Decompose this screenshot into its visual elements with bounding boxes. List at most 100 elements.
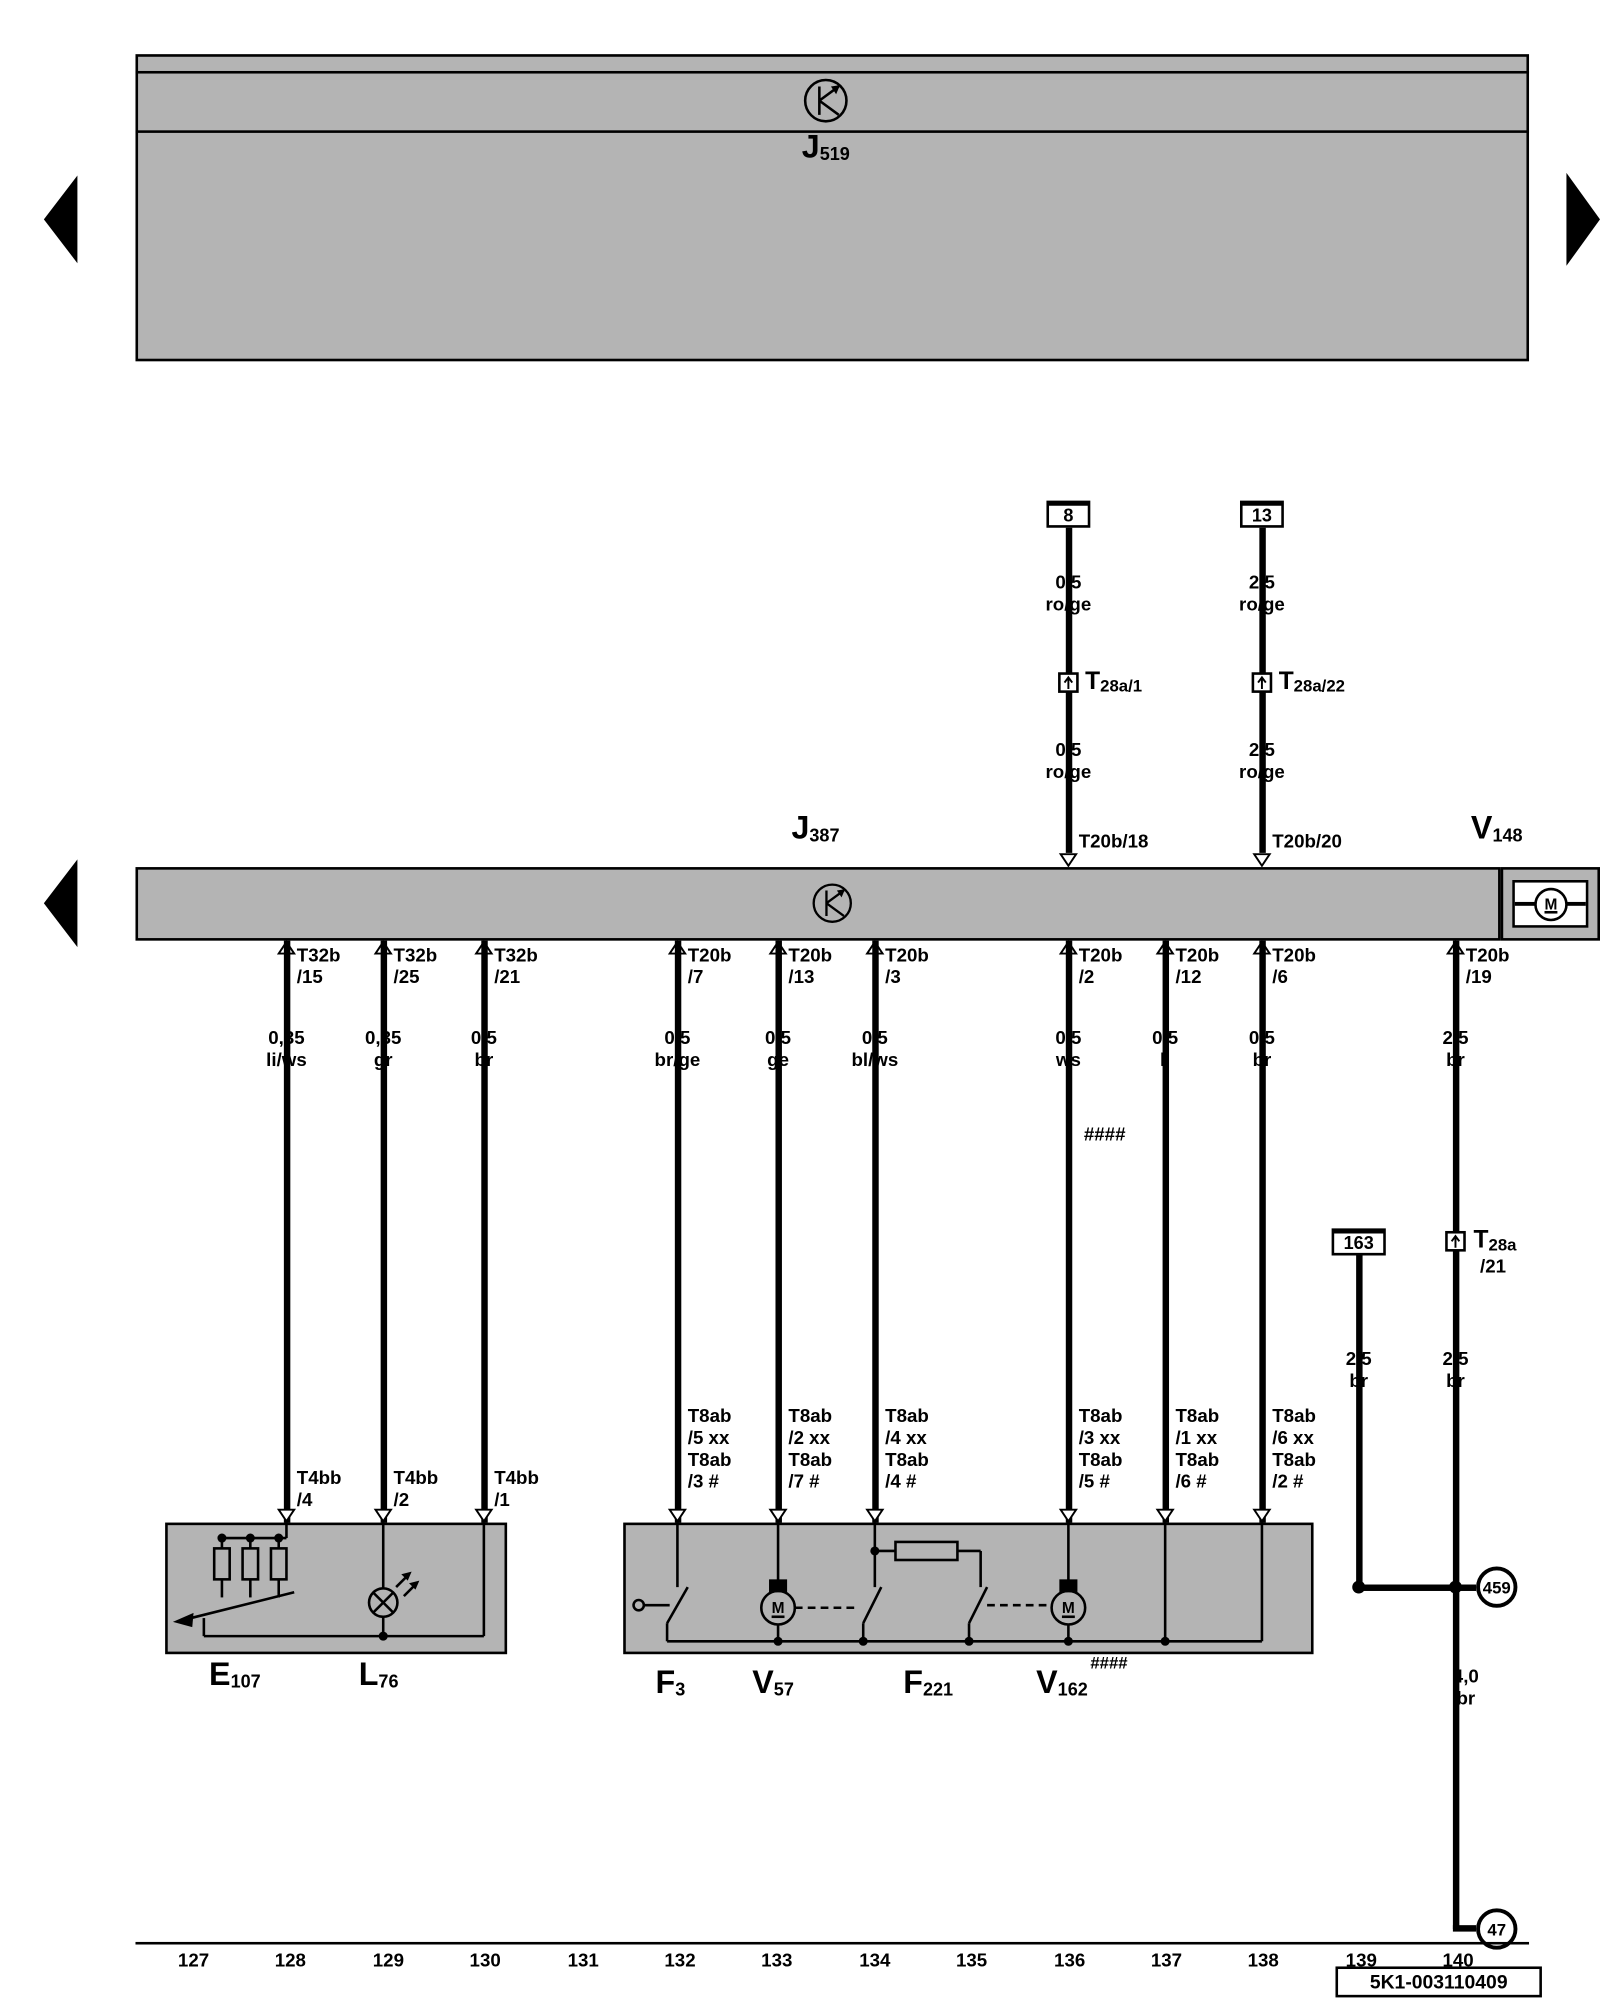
j519-divider-rule — [135, 130, 1530, 133]
bus-pin-label: T20b — [1272, 945, 1316, 967]
wire-segment — [775, 940, 782, 1523]
wire-color-label: gr — [373, 1050, 393, 1071]
ruler-number: 128 — [274, 1950, 306, 1972]
v148-label: V148 — [1471, 812, 1523, 846]
bus-pin-label: T20b/20 — [1272, 832, 1342, 853]
f3-letter: F — [655, 1664, 676, 1701]
wire-arrow-down-icon — [276, 1508, 297, 1524]
part-number: 5K1-003110409 — [1369, 1970, 1508, 1993]
wire-segment — [1065, 940, 1073, 1523]
inline-connector-icon — [1251, 672, 1273, 693]
v57-motor-symbol: M — [759, 1522, 856, 1642]
wire-gauge-label: 0,5 — [1055, 1028, 1082, 1050]
wire-color-label: br — [1446, 1371, 1465, 1393]
wire-arrow-down-icon — [1155, 1508, 1175, 1524]
component-pin-label: T8ab — [1078, 1450, 1123, 1471]
f221-resistor-switch-symbol — [861, 1522, 1050, 1646]
bus-pin-label: /15 — [296, 967, 323, 989]
connector-pin-label: /21 — [1479, 1256, 1507, 1278]
ruler-number: 138 — [1247, 1950, 1279, 1972]
bus-pin-label: /6 — [1272, 967, 1288, 989]
bus-pin-label: T20b — [1175, 945, 1220, 967]
wire-color-label: br — [1252, 1050, 1272, 1071]
wire-color-label: ro/ge — [1239, 594, 1285, 616]
wire-gauge-label: 0,5 — [1248, 1028, 1275, 1050]
wire-color-label: br — [1349, 1371, 1369, 1393]
ruler-number: 129 — [372, 1950, 405, 1972]
l76-lamp-symbol — [367, 1522, 420, 1637]
component-pin-label: /5 xx — [687, 1428, 730, 1450]
wire-arrow-down-icon — [373, 1508, 393, 1524]
wire-gauge-label: 2,5 — [1442, 1028, 1469, 1050]
wire-color-label: li — [1159, 1050, 1171, 1071]
component-pin-label: /3 xx — [1078, 1428, 1121, 1450]
motor-m-glyph: M — [1062, 1600, 1075, 1617]
wire-segment — [1356, 1255, 1363, 1588]
connector-letter: T — [1278, 668, 1294, 696]
f3-number: 3 — [675, 1678, 686, 1700]
bus-pin-label: /13 — [788, 967, 815, 989]
wire-gauge-label: 0,35 — [268, 1028, 305, 1050]
j519-top-rule — [135, 70, 1530, 74]
wire-segment — [674, 940, 682, 1523]
f3-v57-f221-v162-internal-symbols: M M — [632, 1522, 1264, 1646]
bus-pin-label: /3 — [885, 967, 901, 989]
connector-label-t28a22: T28a/22 — [1279, 668, 1345, 696]
wire-color-label: ro/ge — [1045, 762, 1092, 784]
bus-pin-label: /12 — [1175, 967, 1202, 989]
f221-letter: F — [903, 1664, 923, 1701]
l76-label: L76 — [359, 1659, 399, 1693]
wire-gauge-label: 2,5 — [1248, 572, 1275, 594]
connector-letter: T — [1473, 1227, 1489, 1255]
component-pin-label: T8ab — [885, 1450, 929, 1471]
component-pin-label: T8ab — [1175, 1450, 1220, 1471]
hash-annotation: #### — [1083, 1125, 1126, 1146]
component-pin-label: T8ab — [1175, 1406, 1220, 1428]
component-pin-label: /4 — [296, 1490, 313, 1511]
part-number-box: 5K1-003110409 — [1335, 1966, 1542, 1998]
j519-letter: J — [801, 129, 820, 166]
wire-arrow-down-icon — [768, 1508, 788, 1524]
component-pin-label: /1 xx — [1175, 1428, 1218, 1450]
terminal-box-8: 8 — [1046, 500, 1091, 528]
ruler-number: 137 — [1150, 1950, 1183, 1972]
wire-color-label: ws — [1055, 1050, 1081, 1071]
wire-gauge-label: 2,5 — [1345, 1349, 1372, 1371]
component-pin-label: /6 # — [1175, 1472, 1207, 1493]
j519-module-box — [135, 54, 1530, 362]
component-pin-label: /3 # — [687, 1472, 719, 1493]
wire-segment — [1162, 940, 1170, 1523]
component-pin-label: /1 — [494, 1490, 510, 1511]
connector-sub: 28a/22 — [1293, 676, 1345, 696]
motor-m-glyph: M — [772, 1600, 785, 1617]
wire-arrow-down-icon — [1252, 1508, 1272, 1524]
wire-segment — [872, 940, 879, 1523]
l76-number: 76 — [378, 1670, 399, 1692]
bus-pin-label: /2 — [1078, 967, 1095, 989]
j387-letter: J — [791, 810, 810, 847]
wire-segment — [1452, 940, 1460, 1930]
bus-pin-label: T20b — [885, 945, 929, 967]
wire-color-label: ro/ge — [1045, 594, 1092, 616]
wire-arrow-down-icon — [865, 1508, 885, 1524]
connector-label-t28a: T28a — [1474, 1227, 1517, 1255]
ground-junction-wire — [1356, 1584, 1477, 1591]
bus-pin-label: T20b — [687, 945, 732, 967]
l76-letter: L — [358, 1656, 379, 1693]
bus-pin-label: /21 — [494, 967, 521, 989]
j387-label: J387 — [791, 812, 839, 846]
wire-color-label: br — [1446, 1050, 1465, 1071]
bus-pin-label: T20b/18 — [1078, 832, 1149, 853]
motor-m-glyph: M — [1545, 897, 1558, 914]
wire-gauge-label: 0,5 — [861, 1028, 888, 1050]
bus-pin-label: T32b — [494, 945, 538, 967]
e107-letter: E — [209, 1656, 231, 1693]
wire-color-label: li/ws — [266, 1050, 307, 1071]
ruler-number: 135 — [955, 1950, 988, 1972]
e107-label: E107 — [209, 1659, 261, 1693]
ruler-number: 136 — [1054, 1950, 1086, 1972]
component-pin-label: /5 # — [1078, 1472, 1110, 1493]
wire-color-label: ro/ge — [1239, 762, 1285, 784]
ruler-number: 130 — [469, 1950, 501, 1972]
